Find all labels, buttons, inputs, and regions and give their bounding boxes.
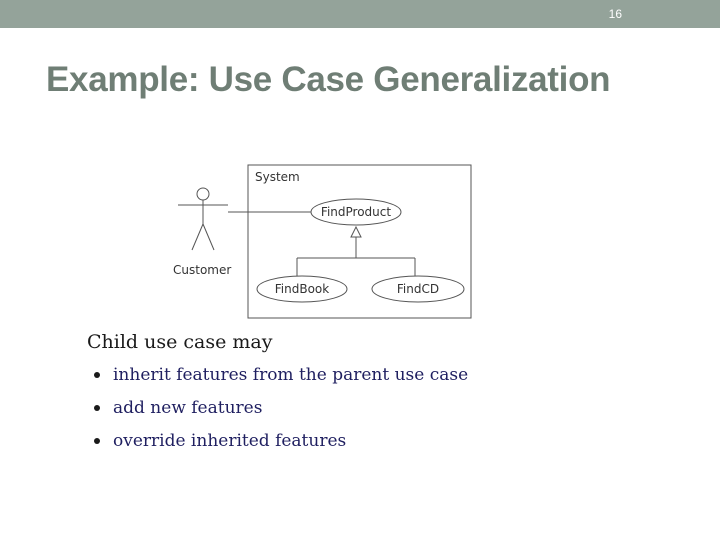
actor-figure-icon xyxy=(178,187,228,251)
bullet-icon xyxy=(94,372,100,378)
use-case-findcd xyxy=(371,275,465,303)
use-case-findbook-label: FindBook xyxy=(275,282,330,296)
slide-title: Example: Use Case Generalization xyxy=(46,60,611,99)
use-case-findproduct xyxy=(310,198,402,226)
bullet-text: add new features xyxy=(113,398,263,418)
slide-body: Child use case may inherit features from… xyxy=(87,331,507,463)
bullet-item: override inherited features xyxy=(87,430,507,463)
slide-number: 16 xyxy=(608,7,622,21)
actor-label: Customer xyxy=(173,263,231,277)
use-case-findbook xyxy=(256,275,348,303)
use-case-findproduct-label: FindProduct xyxy=(321,205,391,219)
generalization-connector xyxy=(296,237,416,276)
header-bar: 16 xyxy=(0,0,720,28)
lead-text: Child use case may xyxy=(87,331,273,353)
bullet-icon xyxy=(94,405,100,411)
bullet-text: inherit features from the parent use cas… xyxy=(113,365,469,385)
bullet-icon xyxy=(94,438,100,444)
use-case-findcd-label: FindCD xyxy=(397,282,439,296)
bullet-item: add new features xyxy=(87,397,507,430)
bullet-item: inherit features from the parent use cas… xyxy=(87,364,507,397)
bullet-list: inherit features from the parent use cas… xyxy=(87,364,507,463)
system-label: System xyxy=(255,170,300,184)
bullet-text: override inherited features xyxy=(113,431,347,451)
